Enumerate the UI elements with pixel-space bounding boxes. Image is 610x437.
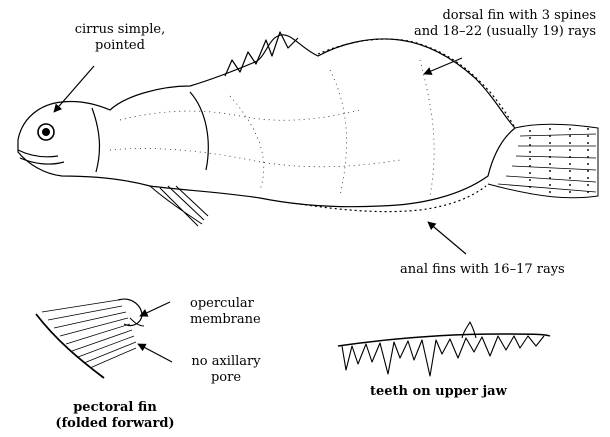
mouth xyxy=(18,150,58,157)
axillary-pore-label: no axillary pore xyxy=(180,354,272,386)
opercular-label-line2: membrane xyxy=(190,312,261,328)
axillary-label-line2: pore xyxy=(180,370,272,386)
cirrus-label: cirrus simple, pointed xyxy=(70,22,170,54)
pectoral-base xyxy=(190,92,208,170)
caudal-fin xyxy=(488,124,598,198)
dorsal-fin-label-line2: and 18–22 (usually 19) rays xyxy=(386,24,596,40)
cirrus-arrow xyxy=(54,66,94,112)
axillary-arrow xyxy=(138,344,172,362)
dorsal-fin-label: dorsal fin with 3 spines and 18–22 (usua… xyxy=(386,8,596,40)
pectoral-fin-detail xyxy=(36,299,144,378)
pectoral-caption-line2: (folded forward) xyxy=(40,416,190,432)
upper-jaw-teeth xyxy=(338,322,550,376)
opercular-label-line1: opercular xyxy=(190,296,261,312)
opercular-arrow xyxy=(140,302,170,316)
opercular-membrane-shape xyxy=(118,299,142,325)
dorsal-fin-label-line1: dorsal fin with 3 spines xyxy=(386,8,596,24)
pelvic-fin xyxy=(150,186,208,226)
anal-fin-label: anal fins with 16–17 rays xyxy=(400,262,565,278)
operculum xyxy=(92,108,99,172)
anal-fin xyxy=(300,186,486,212)
axillary-label-line1: no axillary xyxy=(180,354,272,370)
dorsal-fin-fringe xyxy=(318,39,514,126)
pectoral-caption-line1: pectoral fin xyxy=(40,400,190,416)
cirrus-label-line1: cirrus simple, xyxy=(70,22,170,38)
fish-illustration xyxy=(18,32,515,226)
fish-body-outline xyxy=(18,35,515,207)
teeth-caption: teeth on upper jaw xyxy=(370,384,507,400)
lower-jaw xyxy=(20,158,64,164)
dorsal-arrow xyxy=(424,58,462,74)
pectoral-fin-caption: pectoral fin (folded forward) xyxy=(40,400,190,432)
opercular-membrane-label: opercular membrane xyxy=(190,296,261,328)
anal-arrow xyxy=(428,222,466,254)
cirrus-label-line2: pointed xyxy=(70,38,170,54)
